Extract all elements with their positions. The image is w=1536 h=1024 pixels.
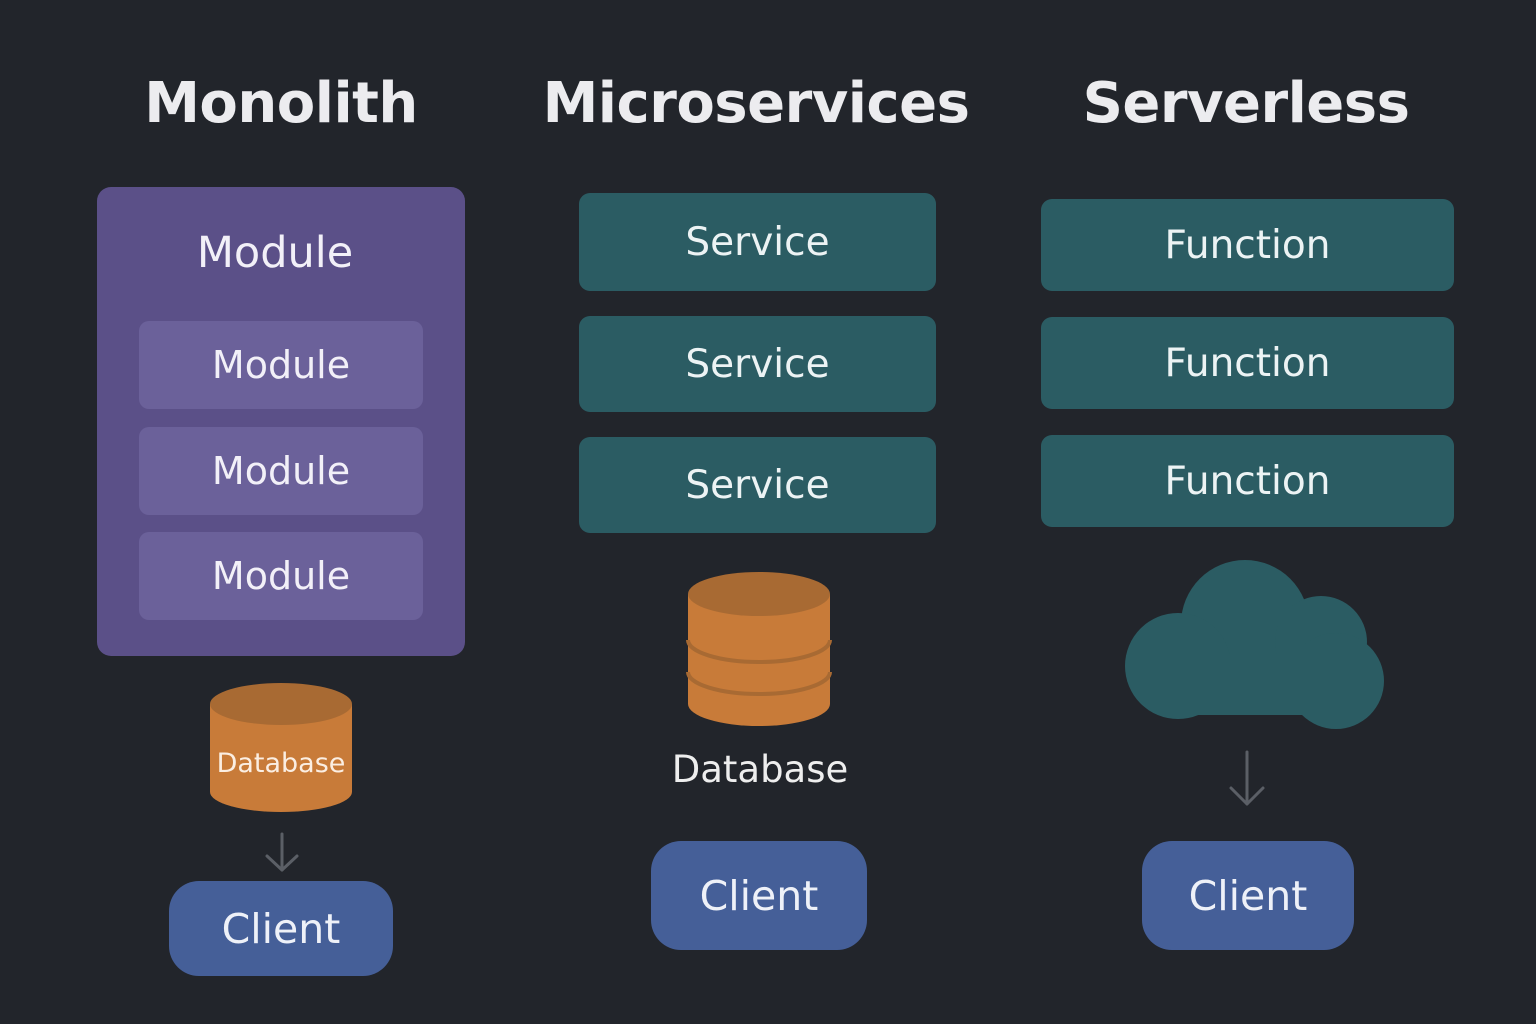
module-block: Module [139,532,423,620]
database-icon [686,572,832,726]
microservices-title: Microservices [542,71,970,136]
database-label: Database [216,747,346,779]
module-block: Module [139,427,423,515]
cloud-icon [1125,560,1384,729]
arrow-down-icon [265,832,299,872]
function-block: Function [1041,199,1454,291]
client-box: Client [169,881,393,976]
serverless-title: Serverless [1082,71,1410,136]
database-label: Database [671,747,849,791]
service-block: Service [579,316,936,412]
client-box: Client [1142,841,1354,950]
service-block: Service [579,193,936,291]
monolith-container-label: Module [196,228,354,278]
function-block: Function [1041,317,1454,409]
monolith-title: Monolith [144,71,418,136]
client-box: Client [651,841,867,950]
database-icon [210,683,352,812]
module-block: Module [139,321,423,409]
service-block: Service [579,437,936,533]
arrow-down-icon [1229,750,1265,806]
function-block: Function [1041,435,1454,527]
